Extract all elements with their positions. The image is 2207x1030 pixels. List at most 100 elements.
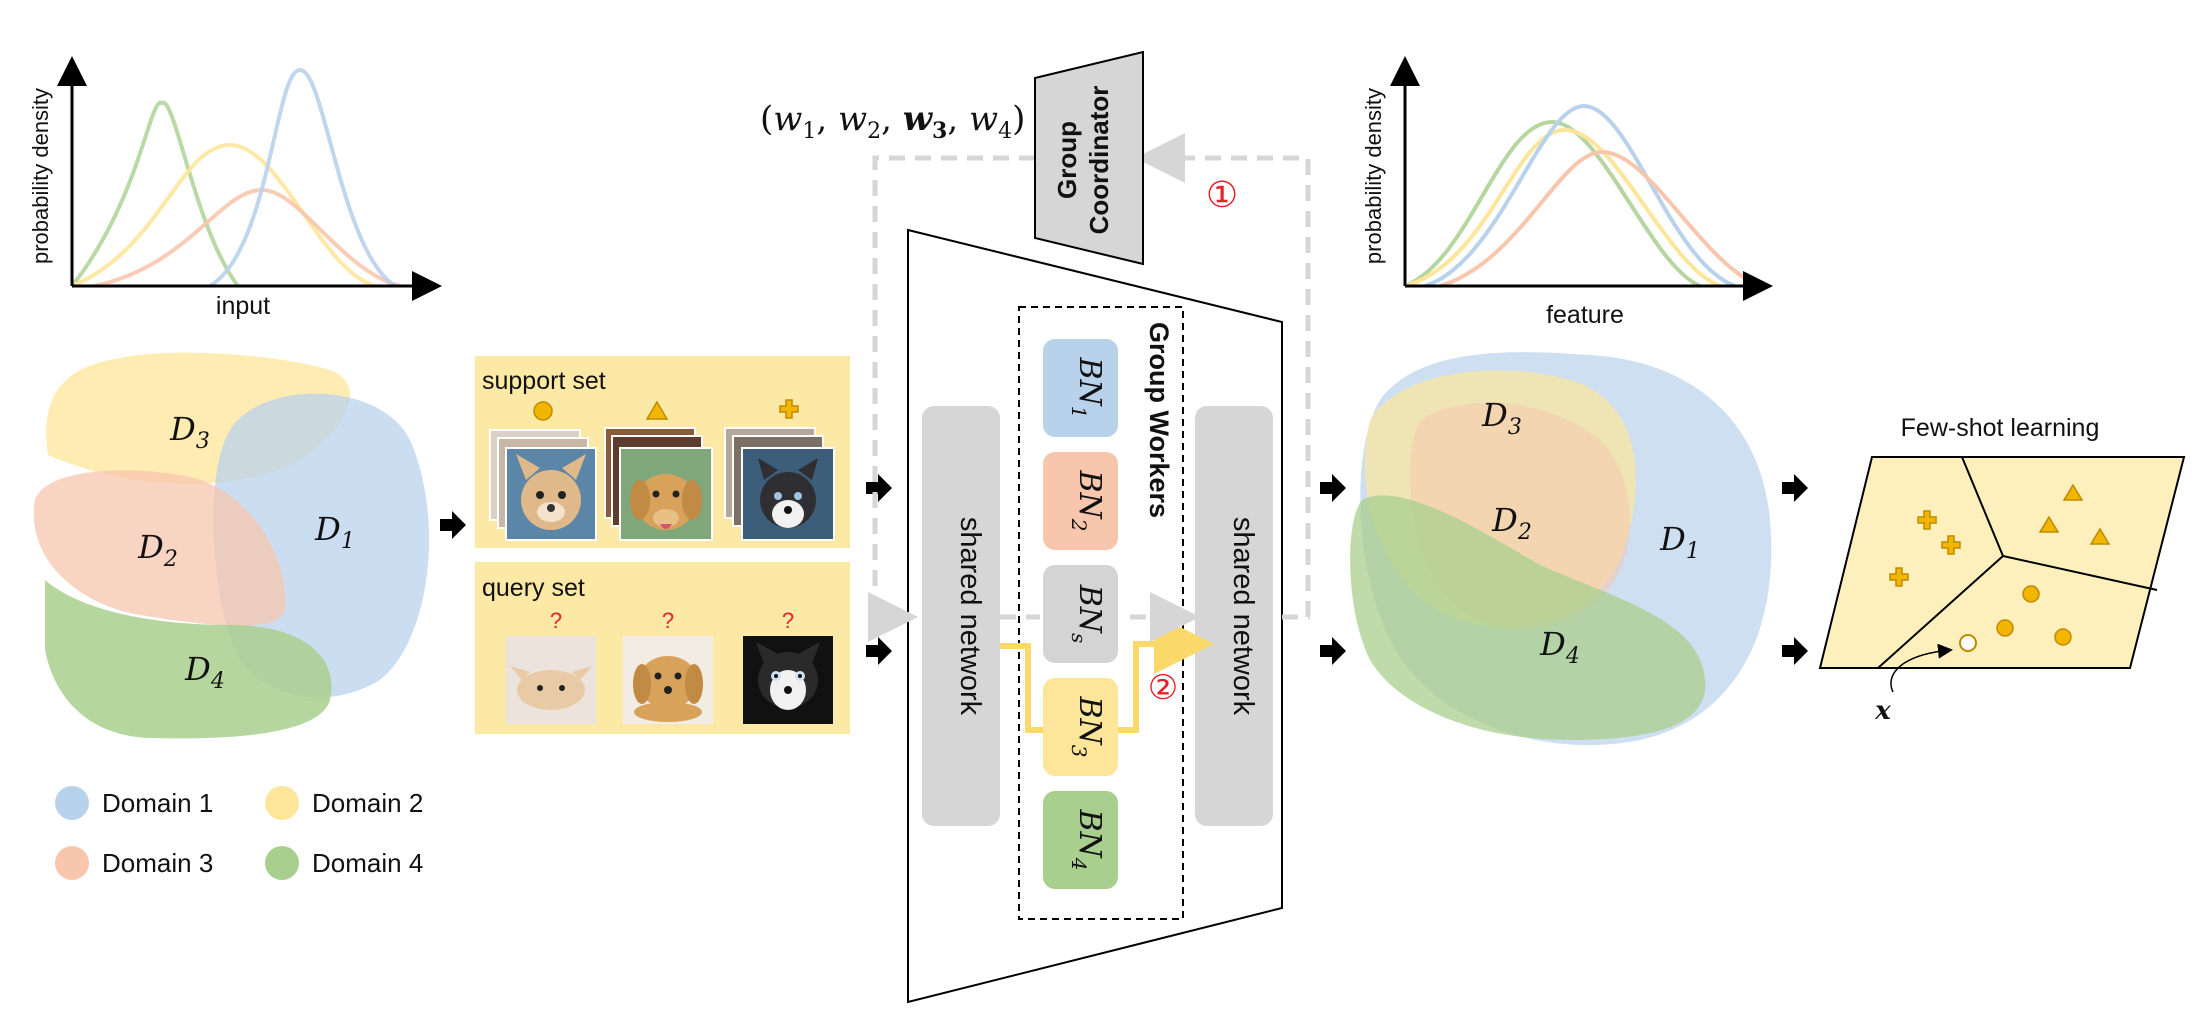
network-body: shared network shared network Group Work… (907, 228, 1283, 1004)
query-marker-3: ? (782, 608, 794, 633)
feature-domain1-curve (1424, 103, 1736, 288)
fsl-triangle-sample-3 (2089, 527, 2111, 545)
blob-domain4-region (45, 580, 332, 739)
input-xlabel: input (216, 292, 270, 320)
fsl-decision-boundaries (1877, 456, 2158, 669)
dashed-feedback-line (1135, 133, 1311, 617)
feature-domain4-curve (1404, 119, 1701, 288)
fsl-query-label: x (1874, 696, 1891, 726)
bn1-base: BN (1072, 356, 1107, 407)
blob-domain2-region (33, 470, 286, 626)
legend-swatch-domain1 (55, 786, 89, 820)
arrow-support-to-network (866, 474, 892, 502)
coordinator-feedback: Group Coordinator (w1, w2, w3, w4) ① ② (760, 50, 1311, 708)
fsl-triangle-sample-1 (2062, 483, 2084, 501)
feature-blob-domain4 (1350, 495, 1706, 740)
shared-network-left-block (922, 406, 1000, 826)
query-marker-2: ? (662, 608, 674, 633)
bn2-base: BN (1072, 469, 1107, 520)
feature-xlabel: feature (1546, 301, 1624, 329)
feature-ylabel: probability density (1361, 88, 1386, 264)
class-triangle-marker (645, 400, 669, 420)
arrow-query-to-network (866, 637, 892, 665)
bn-block-2: BN2 (1043, 452, 1118, 550)
feature-domain3-curve (1439, 149, 1761, 288)
class-plus-marker (779, 399, 799, 419)
domain4-curve (70, 100, 240, 288)
bn4-base: BN (1072, 808, 1107, 859)
query-image-golden-puppy (623, 636, 713, 724)
fsl-triangle-sample-2 (2038, 515, 2060, 533)
dashed-weights-line (868, 155, 1035, 642)
fsl-plus-sample-2 (1941, 535, 1961, 555)
fsl-circle-sample-1 (2022, 585, 2040, 603)
feature-label-D3: D3 (1481, 396, 1522, 440)
coordinator-line1: Group (1052, 121, 1082, 199)
query-marker-1: ? (550, 608, 562, 633)
legend-label-domain2: Domain 2 (312, 788, 423, 818)
fsl-query-point (1959, 634, 1977, 652)
fsl-circle-sample-2 (1996, 619, 2014, 637)
support-set-panel: support set (475, 356, 850, 548)
svg-text:BN2: BN2 (1067, 469, 1107, 531)
fsl-title: Few-shot learning (1901, 414, 2100, 442)
arrow-network-to-features-top (1320, 474, 1346, 502)
bns-base: BN (1072, 584, 1107, 635)
bn-block-1: BN1 (1043, 339, 1118, 437)
bn1-sub: 1 (1067, 406, 1091, 419)
feature-domain-blobs: D3 D2 D1 D4 (1350, 352, 1772, 746)
legend-label-domain1: Domain 1 (102, 788, 213, 818)
group-workers-label: Group Workers (1144, 322, 1174, 518)
feature-density-plot: probability density feature (1361, 56, 1773, 329)
weights-label: (w1, w2, w3, w4) (760, 99, 1025, 144)
support-image-chihuahua (489, 429, 597, 541)
bn3-sub: 3 (1067, 745, 1091, 758)
domain-legend: Domain 1 Domain 2 Domain 3 Domain 4 (55, 786, 423, 880)
step2-marker: ② (1148, 668, 1178, 708)
step1-marker: ① (1206, 175, 1238, 216)
bn3-base: BN (1072, 695, 1107, 746)
bn4-sub: 4 (1067, 857, 1091, 871)
legend-swatch-domain4 (265, 846, 299, 880)
fsl-query-pointer (1890, 643, 1953, 693)
input-density-plot: probability density input (28, 56, 442, 320)
svg-text:BNs: BNs (1067, 584, 1107, 644)
class-circle-marker (533, 401, 553, 421)
bn-block-3: BN3 (1043, 678, 1118, 776)
svg-text:BN1: BN1 (1067, 356, 1107, 418)
domain1-curve (208, 67, 397, 288)
label-D1: D1 (314, 510, 355, 554)
query-image-husky (743, 636, 833, 724)
input-ylabel: probability density (28, 88, 53, 264)
domain2-curve (71, 142, 376, 288)
bns-sub: s (1067, 633, 1091, 643)
legend-swatch-domain2 (265, 786, 299, 820)
query-set-panel: query set ? ? ? (475, 562, 850, 734)
fsl-plus-sample-3 (1889, 567, 1909, 587)
legend-swatch-domain3 (55, 846, 89, 880)
arrow-network-to-features-bottom (1320, 637, 1346, 665)
svg-text:BN3: BN3 (1067, 695, 1107, 757)
legend-label-domain3: Domain 3 (102, 848, 213, 878)
fsl-feature-space (1818, 456, 2186, 669)
fsl-plus-sample-1 (1917, 510, 1937, 530)
coordinator-line2: Coordinator (1084, 86, 1114, 235)
support-image-husky (724, 427, 835, 541)
svg-text:BN4: BN4 (1067, 808, 1107, 870)
few-shot-learning-panel: Few-shot learning x (1818, 414, 2186, 726)
query-set-title: query set (482, 574, 585, 602)
shared-network-right-label: shared network (1227, 517, 1259, 716)
input-domain-blobs: D3 D1 D2 D4 (33, 352, 430, 739)
arrow-features-to-fsl-bottom (1782, 637, 1808, 665)
bn2-sub: 2 (1067, 518, 1091, 532)
bn3-routing-path (1000, 644, 1190, 733)
legend-label-domain4: Domain 4 (312, 848, 423, 878)
support-image-golden-retriever (604, 427, 713, 541)
support-set-title: support set (482, 367, 606, 395)
shared-network-left-label: shared network (954, 517, 986, 716)
bn-block-4: BN4 (1043, 791, 1118, 889)
arrow-features-to-fsl-top (1782, 474, 1808, 502)
feature-domain2-curve (1404, 127, 1721, 288)
query-image-chihuahua (506, 636, 596, 724)
